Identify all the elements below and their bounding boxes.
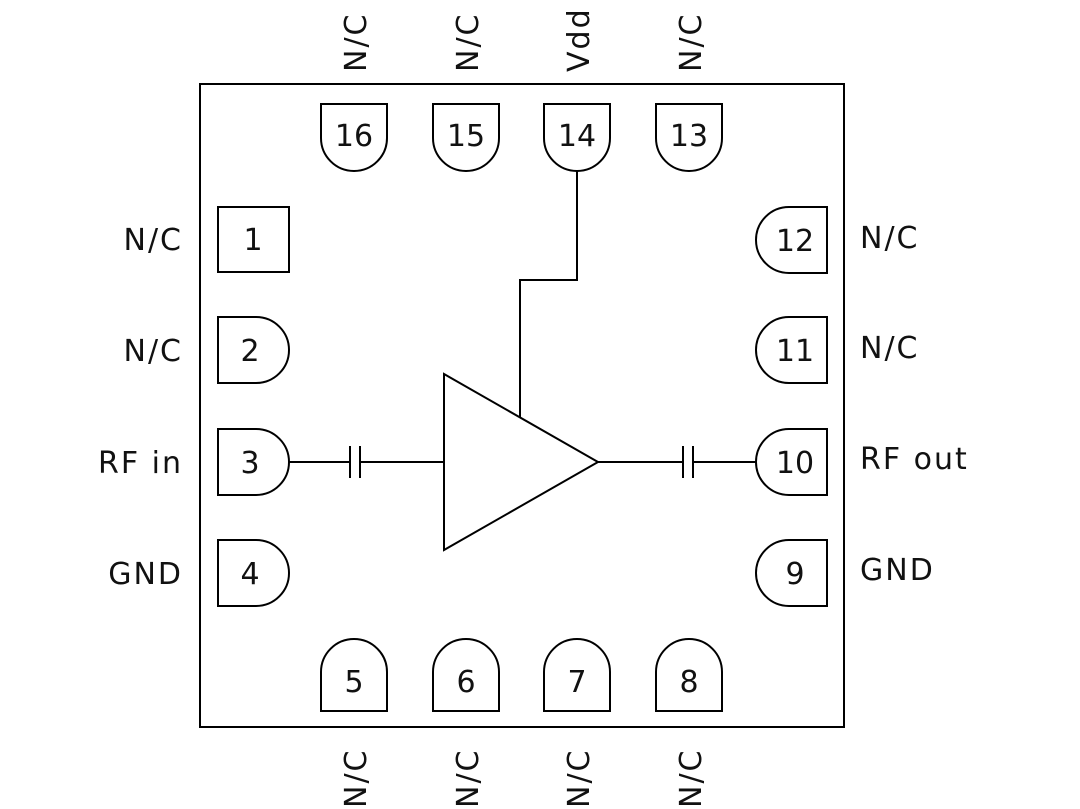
pin-4-pad (217, 539, 290, 607)
pin-11-label: N/C (860, 331, 920, 366)
pin-16-label: N/C (339, 13, 374, 73)
pin-10: 10 RF out (755, 428, 969, 496)
pin-3: 3 RF in (98, 428, 290, 496)
pin-16-number: 16 (335, 119, 373, 154)
pin-3-pad (217, 428, 290, 496)
pin-5-label: N/C (339, 749, 374, 809)
pin-13-number: 13 (670, 119, 708, 154)
pin-10-label: RF out (860, 442, 969, 477)
pin-13-label: N/C (674, 13, 709, 73)
pin-12-number: 12 (776, 224, 814, 259)
pin-3-number: 3 (240, 446, 259, 481)
pin-2-number: 2 (240, 334, 259, 369)
pin-14-number: 14 (558, 119, 596, 154)
pin-12-label: N/C (860, 221, 920, 256)
pin-13: 13 N/C (655, 13, 723, 172)
pin-6: 6 N/C (432, 638, 500, 809)
pin-16: 16 N/C (320, 13, 388, 172)
pin-14-pad (543, 103, 611, 172)
pin-8-number: 8 (679, 665, 698, 700)
pin-14-label: Vdd (562, 7, 597, 72)
pin-15-number: 15 (447, 119, 485, 154)
package-outline (199, 83, 845, 728)
pin-2-label: N/C (124, 334, 184, 369)
pin-2-pad (217, 316, 290, 384)
pin-7-label: N/C (562, 749, 597, 809)
pin-10-pad (755, 428, 828, 496)
pin-5: 5 N/C (320, 638, 388, 809)
pin-6-pad (432, 638, 500, 712)
pin-4-number: 4 (240, 557, 259, 592)
pin-14: 14 Vdd (543, 7, 611, 172)
pin-7-number: 7 (567, 665, 586, 700)
pin-5-pad (320, 638, 388, 712)
pin-9-pad (755, 539, 828, 607)
pin-15-pad (432, 103, 500, 172)
pin-1: 1 N/C (124, 206, 290, 273)
pin-8: 8 N/C (655, 638, 723, 809)
pin-9: 9 GND (755, 539, 935, 607)
pin-1-pad (217, 206, 290, 273)
pin-13-pad (655, 103, 723, 172)
pin-11-number: 11 (776, 334, 814, 369)
pin-1-number: 1 (243, 223, 262, 258)
pin-7: 7 N/C (543, 638, 611, 809)
pin-2: 2 N/C (124, 316, 290, 384)
pin-8-label: N/C (674, 749, 709, 809)
pin-4: 4 GND (108, 539, 290, 607)
pin-8-pad (655, 638, 723, 712)
pin-15: 15 N/C (432, 13, 500, 172)
pin-11-pad (755, 316, 828, 384)
pin-1-label: N/C (124, 223, 184, 258)
pin-7-pad (543, 638, 611, 712)
pin-9-label: GND (860, 553, 935, 588)
pin-12-pad (755, 206, 828, 274)
pin-3-label: RF in (98, 446, 183, 481)
vdd-supply-trace (519, 171, 578, 418)
pin-9-number: 9 (785, 557, 804, 592)
pin-6-number: 6 (456, 665, 475, 700)
pin-10-number: 10 (776, 446, 814, 481)
pin-12: 12 N/C (755, 206, 920, 274)
pin-4-label: GND (108, 557, 183, 592)
pin-11: 11 N/C (755, 316, 920, 384)
pin-16-pad (320, 103, 388, 172)
pin-5-number: 5 (344, 665, 363, 700)
pin-6-label: N/C (451, 749, 486, 809)
pin-15-label: N/C (451, 13, 486, 73)
